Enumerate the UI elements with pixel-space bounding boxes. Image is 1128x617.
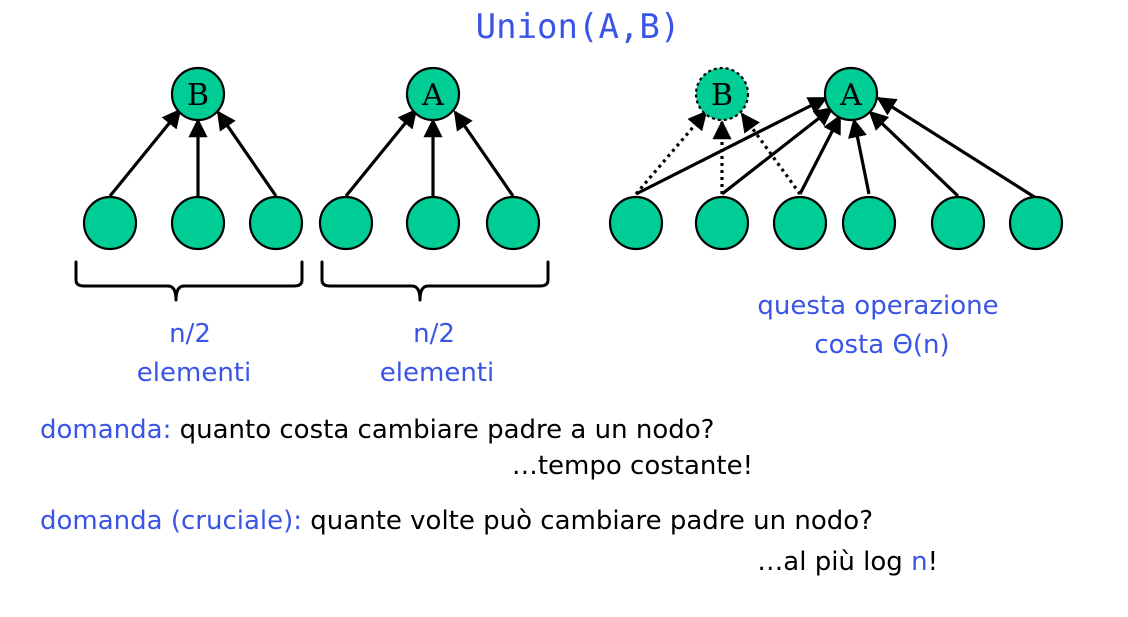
leaf-node: [82, 195, 138, 251]
middle-size-unit: elementi: [380, 358, 494, 388]
leaf-node: [318, 195, 374, 251]
root-node-b-label: B: [187, 78, 209, 113]
tree-middle: A: [318, 66, 541, 251]
leaf-node: [485, 195, 541, 251]
merged-root-node-a-label: A: [839, 78, 862, 113]
root-node-a-label: A: [421, 78, 444, 113]
cost-note-line1: questa operazione: [757, 291, 998, 321]
answer-1: …tempo costante!: [512, 451, 753, 481]
new-edge-6: [876, 96, 1037, 200]
brace-middle: [320, 260, 550, 302]
cost-note-line2: costa Θ(n): [814, 330, 949, 360]
question-2-label: domanda (cruciale):: [40, 506, 302, 536]
leaf-node: [608, 195, 664, 251]
leaf-node: [841, 195, 897, 251]
new-edge-4: [848, 118, 871, 195]
new-edge-1: [635, 96, 828, 196]
leaf-node: [405, 195, 461, 251]
answer-2-n: n: [911, 547, 927, 577]
middle-size-count: n/2: [413, 319, 455, 349]
edge-left-3: [216, 110, 278, 197]
question-2-text: quante volte può cambiare padre un nodo?: [302, 506, 873, 536]
merged-root-node-a: [823, 66, 879, 122]
new-edge-2: [721, 106, 834, 196]
question-1-label: domanda:: [40, 415, 171, 445]
ghost-node-b: [694, 66, 750, 122]
brace-left: [74, 260, 304, 302]
root-node-a: [405, 66, 461, 122]
edge-middle-3: [453, 110, 515, 197]
left-size-unit: elementi: [137, 358, 251, 388]
new-edge-3: [798, 114, 842, 195]
root-node-b: [170, 66, 226, 122]
tree-merged: B A: [608, 66, 1064, 251]
answer-2-suffix: !: [928, 547, 938, 577]
question-1: domanda: quanto costa cambiare padre a u…: [40, 415, 714, 445]
ghost-node-b-label: B: [711, 78, 733, 113]
question-2: domanda (cruciale): quante volte può cam…: [40, 506, 873, 536]
leaf-node: [170, 195, 226, 251]
slide-title: Union(A,B): [476, 7, 681, 47]
new-edge-5: [868, 110, 960, 198]
old-edge-1: [634, 110, 708, 196]
leaf-node: [772, 195, 828, 251]
answer-2-prefix: …al più log: [757, 547, 911, 577]
edge-left-1: [108, 108, 182, 198]
leaf-node: [248, 195, 304, 251]
answer-2: …al più log n!: [757, 547, 938, 577]
leaf-node: [930, 195, 986, 251]
tree-left: B: [82, 66, 304, 251]
leaf-node: [1008, 195, 1064, 251]
leaf-node: [694, 195, 750, 251]
edge-middle-1: [344, 108, 418, 198]
left-size-count: n/2: [169, 319, 211, 349]
question-1-text: quanto costa cambiare padre a un nodo?: [171, 415, 714, 445]
